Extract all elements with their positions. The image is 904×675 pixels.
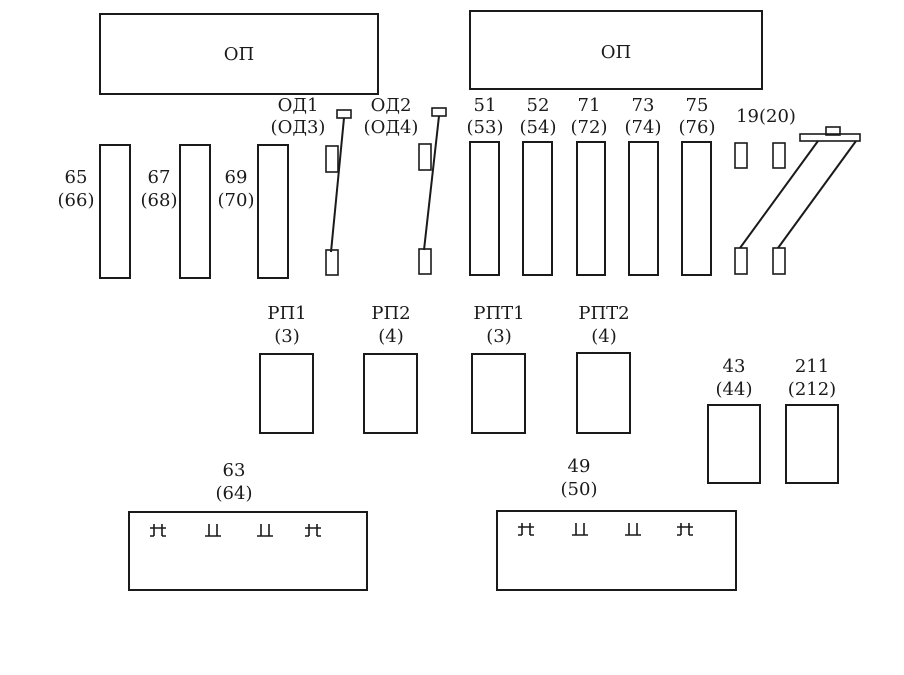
contact-symbol-icon (625, 523, 641, 536)
unit-label-number: 69 (225, 167, 248, 188)
unit-label-alt: (212) (788, 379, 836, 400)
disconnector-label-alt: (ОД4) (364, 117, 419, 138)
unit-label-alt: (68) (141, 190, 178, 211)
unit-71: 71 (72) (571, 95, 608, 276)
disconnector-label: ОД1 (278, 95, 319, 116)
terminal-block-label: 63 (223, 460, 246, 481)
contact-symbol-icon (205, 524, 221, 537)
unit-73: 73 (74) (625, 95, 662, 276)
relay-label: РП2 (371, 303, 410, 324)
unit-label-alt: (53) (467, 117, 504, 138)
contact-symbol-icon (305, 524, 321, 537)
unit-69: 69 (70) (218, 144, 289, 279)
unit-label-alt: (54) (520, 117, 557, 138)
relay-label-alt: (3) (274, 326, 300, 347)
relay-rp1: РП1 (3) (259, 303, 314, 434)
relay-rpt1: РПТ1 (3) (471, 303, 526, 434)
relay-label-alt: (3) (486, 326, 512, 347)
contact-symbol-icon (257, 524, 273, 537)
disconnector-od2: ОД2 (ОД4) (364, 95, 447, 275)
disconnector-label: ОД2 (371, 95, 412, 116)
terminal-block-label: 49 (568, 456, 591, 477)
unit-label-number: 67 (148, 167, 171, 188)
contact-symbol-icon (518, 523, 534, 536)
terminal-block-label-alt: (64) (216, 483, 253, 504)
terminal-block-49: 49 (50) (496, 456, 737, 591)
unit-label-number: 71 (578, 95, 601, 116)
contact-symbol-icon (677, 523, 693, 536)
unit-label-number: 51 (474, 95, 497, 116)
terminal-block-label-alt: (50) (561, 479, 598, 500)
unit-label-alt: (72) (571, 117, 608, 138)
unit-label-alt: (44) (716, 379, 753, 400)
unit-label-number: 43 (723, 356, 746, 377)
unit-52: 52 (54) (520, 95, 557, 276)
disconnector-od1: ОД1 (ОД3) (271, 95, 352, 276)
unit-label-number: 65 (65, 167, 88, 188)
unit-67: 67 (68) (141, 144, 211, 279)
unit-211: 211 (212) (785, 356, 839, 484)
relay-label-alt: (4) (378, 326, 404, 347)
disconnector-label-alt: (ОД3) (271, 117, 326, 138)
relay-label: РПТ2 (578, 303, 629, 324)
relay-rpt2: РПТ2 (4) (576, 303, 631, 434)
relay-label: РПТ1 (473, 303, 524, 324)
relay-label: РП1 (267, 303, 306, 324)
contact-symbol-icon (150, 524, 166, 537)
unit-51: 51 (53) (467, 95, 504, 276)
relay-rp2: РП2 (4) (363, 303, 418, 434)
unit-75: 75 (76) (679, 95, 716, 276)
unit-label-alt: (76) (679, 117, 716, 138)
top-panel-label: ОП (224, 44, 254, 65)
unit-label-number: 73 (632, 95, 655, 116)
double-switch-19-20: 19(20) (734, 106, 861, 275)
unit-label-number: 211 (795, 356, 829, 377)
unit-label-number: 75 (686, 95, 709, 116)
terminal-block-63: 63 (64) (128, 460, 368, 591)
unit-65: 65 (66) (58, 144, 131, 279)
top-panel-left: ОП (99, 13, 379, 95)
relay-label-alt: (4) (591, 326, 617, 347)
double-switch-label: 19(20) (736, 106, 796, 127)
unit-43: 43 (44) (707, 356, 761, 484)
contact-symbol-icon (572, 523, 588, 536)
unit-label-number: 52 (527, 95, 550, 116)
unit-label-alt: (70) (218, 190, 255, 211)
unit-label-alt: (66) (58, 190, 95, 211)
top-panel-label: ОП (601, 42, 631, 63)
unit-label-alt: (74) (625, 117, 662, 138)
top-panel-right: ОП (469, 10, 763, 90)
